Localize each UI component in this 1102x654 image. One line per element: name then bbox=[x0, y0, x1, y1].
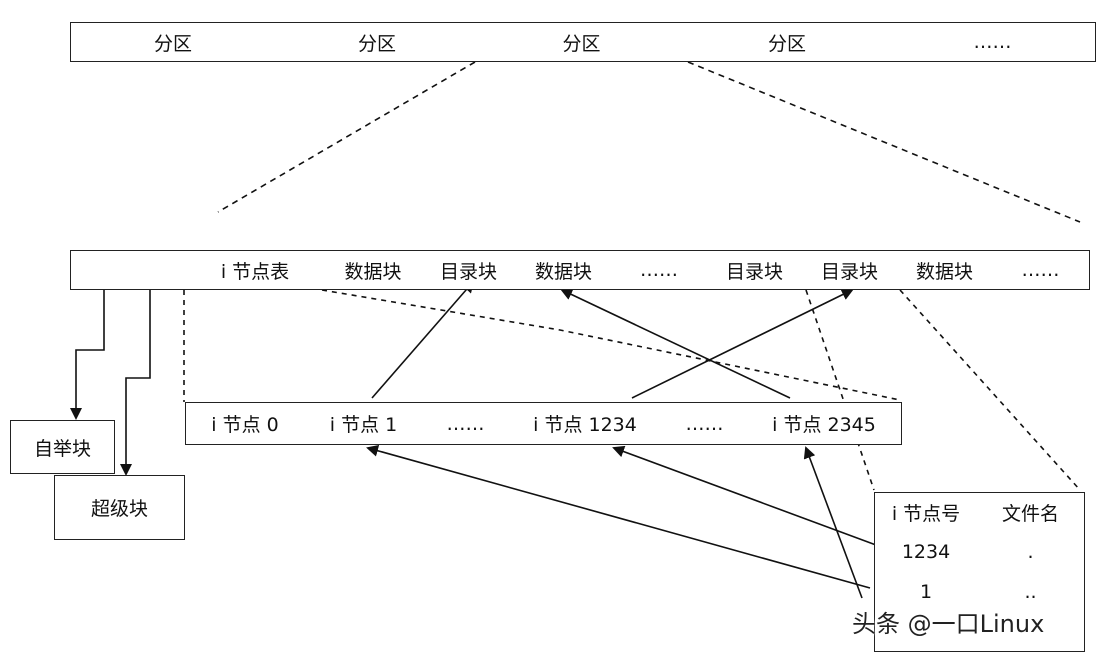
inode-table-cell: i 节点表 bbox=[185, 250, 326, 290]
partition-cell: 分区 bbox=[479, 22, 685, 62]
dir-block-cell: 目录块 bbox=[421, 250, 517, 290]
inode2345-to-datablock-arrow bbox=[560, 288, 791, 399]
dir-block-cell: 目录块 bbox=[707, 250, 803, 290]
inode-ellipsis-cell: …… bbox=[423, 402, 509, 445]
inode-ellipsis-cell: …… bbox=[662, 402, 748, 445]
boot-block-label: 自举块 bbox=[10, 420, 115, 474]
ellipsis-cell: …… bbox=[992, 250, 1090, 290]
ellipsis-cell: …… bbox=[611, 250, 708, 290]
partition-cell: 分区 bbox=[684, 22, 891, 62]
dir-expand-left bbox=[805, 289, 875, 491]
data-block-cell: 数据块 bbox=[325, 250, 422, 290]
entry1234-to-inode1234-arrow bbox=[612, 445, 877, 546]
data-block-cell: 数据块 bbox=[516, 250, 612, 290]
inode-cell: i 节点 2345 bbox=[747, 402, 902, 445]
dir-table-row-filename bbox=[977, 612, 1085, 652]
entry-to-inode2345-arrow bbox=[803, 446, 863, 599]
inode1234-to-dirblock-arrow bbox=[631, 289, 854, 399]
partition-cell: 分区 bbox=[70, 22, 276, 62]
dir-block-cell: 目录块 bbox=[802, 250, 898, 290]
inode-expand-right bbox=[321, 289, 901, 401]
inode-cell: i 节点 1234 bbox=[508, 402, 663, 445]
dir-table-header-filename: 文件名 bbox=[977, 492, 1085, 533]
partition-cell-ellipsis: …… bbox=[890, 22, 1096, 62]
zoom-line-right bbox=[687, 61, 1081, 223]
dir-table-row-filename: . bbox=[977, 532, 1085, 573]
zoom-line-left bbox=[217, 61, 476, 213]
super-block-cell bbox=[117, 250, 186, 290]
dir-table-row-inode bbox=[874, 612, 978, 652]
entry1-to-inode1-arrow bbox=[366, 444, 871, 589]
dir-table-row-inode: 1234 bbox=[874, 532, 978, 573]
super-block-label: 超级块 bbox=[54, 475, 185, 540]
dir-table-row-inode: 1 bbox=[874, 572, 978, 613]
inode-cell: i 节点 0 bbox=[185, 402, 305, 445]
boot-block-cell bbox=[70, 250, 118, 290]
partition-cell: 分区 bbox=[275, 22, 480, 62]
boot-block-arrow bbox=[70, 289, 105, 420]
inode-cell: i 节点 1 bbox=[304, 402, 424, 445]
super-block-arrow bbox=[120, 287, 151, 476]
dir-table-header-inode: i 节点号 bbox=[874, 492, 978, 533]
data-block-cell: 数据块 bbox=[897, 250, 993, 290]
inode1-to-dirblock-arrow bbox=[371, 280, 475, 399]
dir-expand-right bbox=[899, 289, 1081, 491]
watermark-text: 头条 @一口Linux bbox=[852, 610, 1045, 638]
